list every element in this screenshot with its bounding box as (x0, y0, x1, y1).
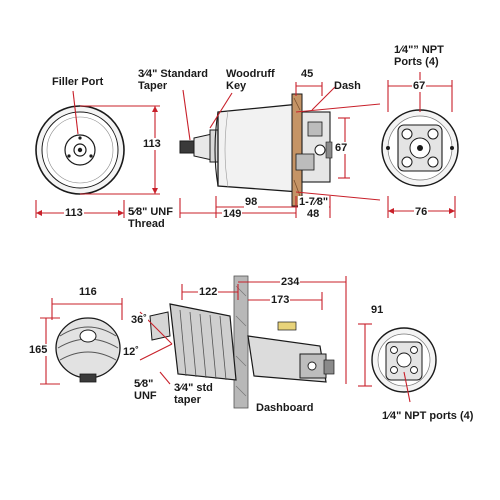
front-view-filler-port (35, 105, 125, 195)
filler-port-label: Filler Port (52, 76, 104, 88)
dim-76: 76 (414, 206, 429, 218)
dim-234: 234 (280, 276, 301, 288)
npt-ports-top-line2: Ports (4) (394, 56, 439, 68)
unf-bottom-line2: UNF (134, 390, 157, 402)
npt-ports-top-line1: 1⁄4"” NPT (394, 44, 444, 56)
dim-36-degrees: 36˚ (130, 314, 148, 326)
dim-67-side: 67 (334, 142, 349, 154)
dashboard-panel (233, 275, 249, 409)
woodruff-key-label-line2: Key (226, 80, 247, 92)
unf-thread-label: 5⁄8" UNF Thread (128, 206, 173, 230)
dim-91: 91 (370, 304, 385, 316)
dim-116: 116 (78, 286, 98, 298)
dim-113-width: 113 (64, 207, 84, 219)
dim-113-vertical: 113 (142, 138, 162, 150)
dim-165: 165 (28, 344, 49, 356)
rear-view-bottom (371, 327, 437, 393)
side-view-pump-body (179, 93, 333, 207)
npt-ports-top-label: 1⁄4"” NPT Ports (4) (394, 44, 444, 68)
side-view-bottom-pump (149, 303, 335, 383)
unf-bottom-line1: 5⁄8" (134, 378, 154, 390)
std-taper-line2: taper (174, 394, 201, 406)
npt-ports-bottom-label: 1⁄4" NPT ports (4) (382, 410, 474, 422)
front-view-bottom (55, 317, 121, 383)
dim-45: 45 (300, 68, 315, 80)
unf-thread-line2: Thread (128, 218, 165, 230)
std-taper-label: 3⁄4" std taper (174, 382, 213, 406)
rear-view-ports (381, 109, 459, 187)
dim-149: 149 (222, 208, 243, 220)
woodruff-key-label: Woodruff Key (226, 68, 275, 92)
std-taper-line1: 3⁄4" std (174, 382, 213, 394)
woodruff-key-label-line1: Woodruff (226, 68, 275, 80)
dashboard-label: Dashboard (256, 402, 314, 414)
dim-12-degrees: 12˚ (122, 346, 140, 358)
dim-98: 98 (244, 196, 259, 208)
dim-1-7-8: 1-7⁄8" (298, 196, 330, 208)
unf-thread-line1: 5⁄8" UNF (128, 206, 173, 218)
dim-122: 122 (198, 286, 219, 298)
standard-taper-label: 3⁄4" Standard Taper (138, 68, 208, 92)
standard-taper-label-line1: 3⁄4" Standard (138, 68, 209, 80)
dim-67-top: 67 (412, 80, 427, 92)
standard-taper-label-line2: Taper (138, 80, 168, 92)
unf-bottom-label: 5⁄8" UNF (134, 378, 157, 402)
dim-173: 173 (270, 294, 291, 306)
dash-label: Dash (334, 80, 361, 92)
dim-48: 48 (306, 208, 321, 220)
